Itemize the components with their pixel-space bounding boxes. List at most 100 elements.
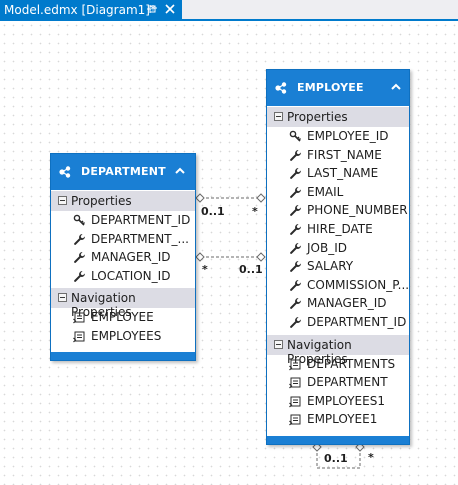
wrench-icon: [289, 279, 302, 292]
scalar-property[interactable]: FIRST_NAME: [267, 146, 409, 165]
scalar-property-label: JOB_ID: [307, 240, 347, 255]
navigation-property-icon: [73, 311, 86, 324]
wrench-icon: [289, 186, 302, 199]
association-end-diamond: [256, 252, 266, 262]
scalar-property-label: LAST_NAME: [307, 166, 379, 181]
properties-section-header[interactable]: Properties: [51, 191, 195, 211]
scalar-property[interactable]: LOCATION_ID: [51, 267, 195, 286]
scalar-property[interactable]: DEPARTMENT_ID: [267, 313, 409, 332]
scalar-property[interactable]: COMMISSION_P...: [267, 276, 409, 295]
entity-footer-bar: [51, 352, 195, 360]
scalar-property[interactable]: DEPARTMENT_...: [51, 230, 195, 249]
association-end-diamond: [256, 193, 266, 203]
navigation-property[interactable]: EMPLOYEES: [51, 327, 195, 346]
scalar-property-label: SALARY: [307, 259, 354, 274]
self-association-line: [316, 448, 361, 469]
section-title: Properties: [71, 194, 132, 208]
wrench-icon: [289, 297, 302, 310]
key-icon: [73, 214, 86, 227]
scalar-property[interactable]: MANAGER_ID: [51, 248, 195, 267]
navigation-property[interactable]: DEPARTMENTS: [267, 355, 409, 374]
pin-icon[interactable]: [146, 3, 158, 15]
document-tab-strip: Model.edmx [Diagram1]*: [0, 0, 458, 21]
wrench-icon: [289, 223, 302, 236]
association-end-diamond: [355, 442, 365, 452]
close-icon[interactable]: [164, 3, 176, 15]
navigation-properties-section-header[interactable]: Navigation Properties: [267, 334, 409, 366]
entity-employee[interactable]: EMPLOYEE Properties EMPLOYEE_ID FIRST_NAM…: [266, 69, 410, 445]
scalar-property-label: MANAGER_ID: [91, 250, 171, 265]
navigation-property-icon: [73, 330, 86, 343]
section-title: Navigation Properties: [287, 337, 352, 366]
properties-section-header[interactable]: Properties: [267, 107, 409, 127]
navigation-property-icon: [289, 358, 302, 371]
entity-header[interactable]: DEPARTMENT: [51, 154, 195, 190]
scalar-property[interactable]: EMPLOYEE_ID: [267, 127, 409, 146]
wrench-icon: [289, 260, 302, 273]
scalar-property-label: HIRE_DATE: [307, 221, 373, 236]
section-title: Properties: [287, 110, 348, 124]
collapse-toggle-icon[interactable]: [274, 339, 283, 349]
scalar-property-label: DEPARTMENT_...: [91, 231, 189, 246]
property-list: DEPARTMENT_ID DEPARTMENT_... MANAGER_ID LOC…: [51, 211, 195, 285]
multiplicity-label: 0..1: [201, 205, 225, 218]
scalar-property-label: PHONE_NUMBER: [307, 203, 408, 218]
tab-model-edmx[interactable]: Model.edmx [Diagram1]*: [0, 0, 182, 19]
wrench-icon: [289, 316, 302, 329]
multiplicity-label: *: [202, 263, 208, 276]
wrench-icon: [289, 167, 302, 180]
multiplicity-label: 0..1: [239, 263, 263, 276]
scalar-property-label: EMPLOYEE_ID: [307, 129, 389, 143]
entity-footer-bar: [267, 436, 409, 444]
navigation-property[interactable]: EMPLOYEES1: [267, 392, 409, 411]
wrench-icon: [289, 242, 302, 255]
navigation-property[interactable]: EMPLOYEE: [51, 308, 195, 327]
navigation-property-icon: [289, 395, 302, 408]
navigation-property[interactable]: EMPLOYEE1: [267, 410, 409, 429]
scalar-property[interactable]: SALARY: [267, 257, 409, 276]
association-end-diamond: [195, 252, 205, 262]
scalar-property[interactable]: EMAIL: [267, 183, 409, 202]
wrench-icon: [73, 251, 86, 264]
collapse-toggle-icon[interactable]: [58, 293, 67, 303]
navigation-property-label: EMPLOYEE: [91, 310, 154, 325]
entity-header[interactable]: EMPLOYEE: [267, 70, 409, 106]
entity-name: EMPLOYEE: [297, 81, 364, 94]
navigation-properties-section-header[interactable]: Navigation Properties: [51, 288, 195, 319]
multiplicity-label: *: [368, 451, 374, 464]
navigation-property-list: EMPLOYEE EMPLOYEES: [51, 308, 195, 345]
navigation-property-label: DEPARTMENT: [307, 375, 388, 390]
navigation-property[interactable]: DEPARTMENT: [267, 373, 409, 392]
navigation-property-label: EMPLOYEES: [91, 328, 162, 343]
scalar-property[interactable]: MANAGER_ID: [267, 294, 409, 313]
chevron-up-icon[interactable]: [391, 83, 401, 91]
scalar-property-label: EMAIL: [307, 184, 344, 199]
scalar-property[interactable]: HIRE_DATE: [267, 220, 409, 239]
section-title: Navigation Properties: [71, 291, 136, 320]
multiplicity-label: *: [252, 205, 258, 218]
scalar-property[interactable]: LAST_NAME: [267, 164, 409, 183]
association-end-diamond: [312, 442, 322, 452]
scalar-property[interactable]: PHONE_NUMBER: [267, 201, 409, 220]
wrench-icon: [73, 270, 86, 283]
chevron-up-icon[interactable]: [175, 167, 185, 175]
scalar-property-label: DEPARTMENT_ID: [91, 213, 191, 227]
wrench-icon: [73, 233, 86, 246]
scalar-property-label: LOCATION_ID: [91, 268, 171, 283]
navigation-property-icon: [289, 413, 302, 426]
collapse-toggle-icon[interactable]: [58, 196, 67, 205]
navigation-property-label: DEPARTMENTS: [307, 356, 396, 371]
scalar-property-label: MANAGER_ID: [307, 296, 387, 311]
collapse-toggle-icon[interactable]: [274, 112, 283, 121]
scalar-property[interactable]: JOB_ID: [267, 239, 409, 258]
navigation-property-label: EMPLOYEE1: [307, 412, 378, 427]
key-icon: [289, 130, 302, 143]
entity-name: DEPARTMENT: [81, 165, 166, 178]
multiplicity-label: 0..1: [324, 452, 348, 465]
scalar-property[interactable]: DEPARTMENT_ID: [51, 211, 195, 230]
wrench-icon: [289, 204, 302, 217]
